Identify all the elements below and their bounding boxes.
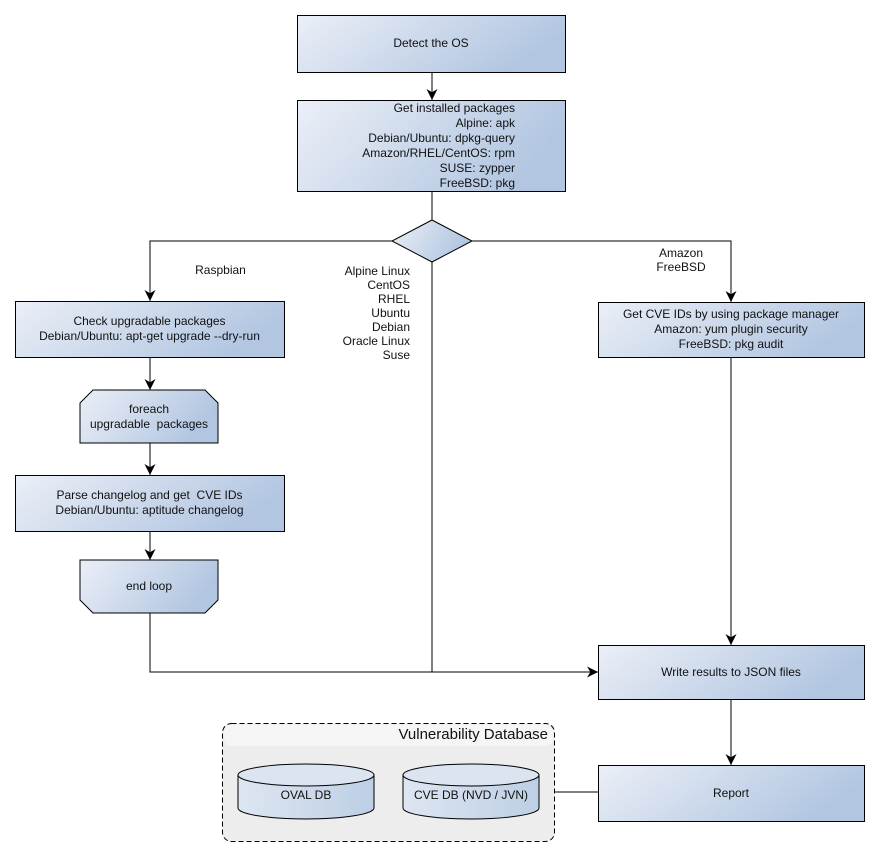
- node-get-cve-ids-pkg-manager: [598, 302, 865, 358]
- node-foreach-loop-start: [79, 389, 219, 444]
- edge-endloop-to-write-results: [149, 613, 598, 678]
- node-os-decision-diamond: [390, 219, 474, 263]
- cylinder-cve-db-body: [402, 774, 540, 820]
- cylinder-cve-db-top: [402, 763, 540, 787]
- node-end-loop: [79, 559, 219, 614]
- cylinder-oval-db-top: [237, 763, 375, 787]
- node-parse-changelog: [15, 475, 285, 532]
- cylinder-oval-db-body: [237, 774, 375, 820]
- node-detect-os: [297, 15, 566, 73]
- node-get-installed-packages: [297, 100, 566, 192]
- node-check-upgradable-packages: [15, 301, 285, 358]
- edge-decision-to-check-upgradable: [144, 240, 392, 301]
- vulnerability-database-header-strip: [224, 725, 553, 746]
- node-report: [598, 765, 865, 822]
- edge-decision-to-get-cve-ids: [472, 240, 737, 302]
- node-write-results-json: [598, 645, 865, 700]
